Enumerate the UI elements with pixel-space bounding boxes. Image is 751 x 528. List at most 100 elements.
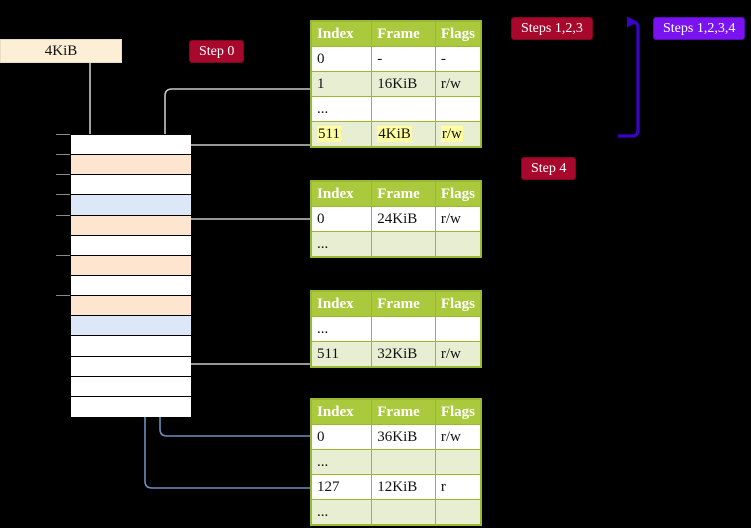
badge-steps-1234-label: Steps 1,2,3,4 <box>663 20 736 36</box>
column-header-flags: Flags <box>434 291 482 317</box>
table-cell: 36KiB <box>371 424 436 450</box>
table-cell: r/w <box>434 424 482 450</box>
table-cell: r/w <box>434 121 482 147</box>
table-row[interactable]: 511 4KiB r/w <box>310 121 482 147</box>
badge-step-4: Step 4 <box>521 157 577 180</box>
table-row[interactable]: ... <box>310 449 482 475</box>
memory-size-label: 4KiB <box>0 39 122 63</box>
table-cell: r/w <box>434 206 482 232</box>
purple-bracket <box>618 16 640 138</box>
memory-frame-row <box>71 376 191 397</box>
badge-step-4-label: Step 4 <box>531 160 567 176</box>
table-cell <box>371 96 436 122</box>
table-cell: 32KiB <box>371 341 436 367</box>
wire-pt127-to-mem <box>145 218 311 489</box>
table-cell <box>434 499 482 525</box>
physical-memory-column <box>70 134 191 417</box>
memory-size-text: 4KiB <box>44 42 78 59</box>
memory-frame-row <box>71 195 191 216</box>
memory-tick <box>56 194 70 196</box>
column-header-frame: Frame <box>371 291 436 317</box>
table-cell: - <box>371 46 436 72</box>
table-cell: ... <box>310 316 373 342</box>
table-cell: 127 <box>310 474 373 500</box>
column-header-frame: Frame <box>371 181 436 207</box>
memory-frame-row <box>71 255 191 276</box>
wire-pd-to-mem <box>176 320 311 365</box>
table-row[interactable]: ... <box>310 96 482 122</box>
table-cell: 1 <box>310 71 373 97</box>
memory-frame-row <box>71 175 191 196</box>
memory-frame-row <box>71 356 191 377</box>
memory-tick <box>56 174 70 176</box>
memory-frame-row <box>71 235 191 256</box>
table-row[interactable]: 0-- <box>310 46 482 72</box>
table-cell: ... <box>310 96 373 122</box>
memory-tick <box>56 214 70 216</box>
table-cell: r/w <box>434 71 482 97</box>
badge-step-0: Step 0 <box>189 40 245 63</box>
table-cell: 4KiB <box>371 121 436 147</box>
table-cell: 0 <box>310 46 373 72</box>
table-row[interactable]: ... <box>310 316 482 342</box>
memory-frame-row <box>71 276 191 297</box>
table-cell: ... <box>310 449 373 475</box>
wire-pml4-entry1 <box>165 88 311 152</box>
highlighted-value: 511 <box>317 125 341 142</box>
column-header-frame: Frame <box>371 399 436 425</box>
table-cell <box>371 231 436 257</box>
blue-wires <box>145 218 311 489</box>
table-row[interactable]: ... <box>310 499 482 525</box>
memory-frame-row <box>71 215 191 236</box>
badge-steps-123: Steps 1,2,3 <box>511 17 593 40</box>
table-cell: - <box>434 46 482 72</box>
column-header-index: Index <box>310 399 373 425</box>
table-cell: r/w <box>434 341 482 367</box>
memory-tick <box>56 295 70 297</box>
table-cell <box>371 499 436 525</box>
memory-tick <box>56 154 70 156</box>
badge-steps-1234: Steps 1,2,3,4 <box>653 17 746 40</box>
badge-steps-123-label: Steps 1,2,3 <box>521 20 583 36</box>
table-row[interactable]: ... <box>310 231 482 257</box>
table-cell: 511 <box>310 341 373 367</box>
column-header-index: Index <box>310 291 373 317</box>
highlighted-value: 4KiB <box>377 125 412 142</box>
badge-step-0-label: Step 0 <box>199 43 235 59</box>
memory-frame-row <box>71 155 191 176</box>
column-header-flags: Flags <box>434 181 482 207</box>
table-cell: r <box>434 474 482 500</box>
column-header-flags: Flags <box>434 399 482 425</box>
table-cell: 0 <box>310 424 373 450</box>
table-cell: 12KiB <box>371 474 436 500</box>
table-cell <box>434 231 482 257</box>
memory-frame-row <box>71 336 191 357</box>
memory-tick <box>56 134 70 135</box>
wire-pt0-to-mem <box>160 340 311 437</box>
table-cell: 24KiB <box>371 206 436 232</box>
memory-frame-row <box>71 135 191 156</box>
table-cell: ... <box>310 231 373 257</box>
table-cell: 0 <box>310 206 373 232</box>
memory-frame-row <box>71 296 191 317</box>
table-cell <box>434 96 482 122</box>
table-cell: 511 <box>310 121 373 147</box>
column-header-index: Index <box>310 181 373 207</box>
table-cell <box>434 449 482 475</box>
table-cell: 16KiB <box>371 71 436 97</box>
table-cell: ... <box>310 499 373 525</box>
